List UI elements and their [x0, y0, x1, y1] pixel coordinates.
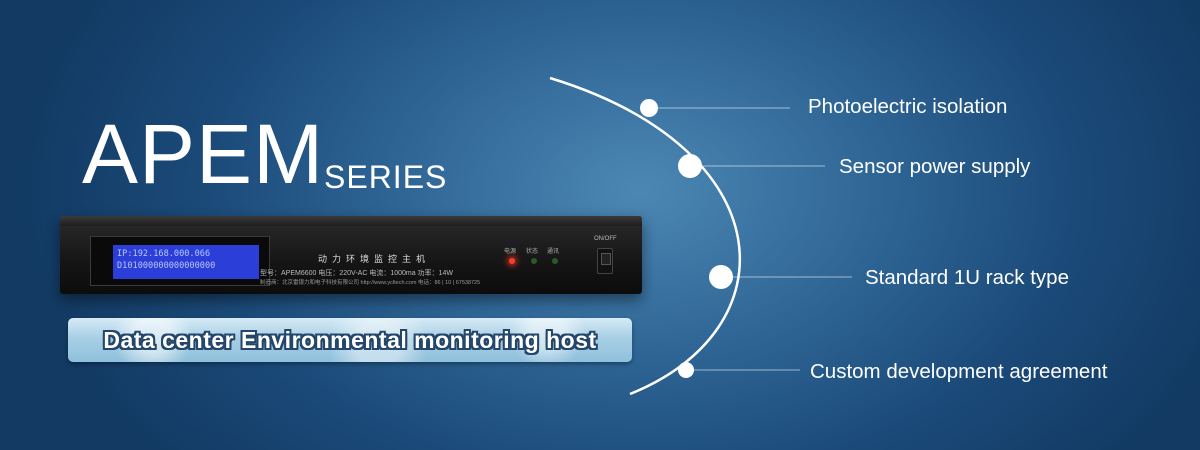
subtitle-text: Data center Environmental monitoring hos… [103, 327, 597, 353]
subtitle-bar: Data center Environmental monitoring hos… [68, 318, 632, 362]
power-led-icon [509, 258, 515, 264]
bullet-dot-3-icon [709, 265, 733, 289]
indicator-label-status: 状态 [526, 249, 539, 255]
comm-led-icon [552, 258, 558, 264]
feature-label-3: Standard 1U rack type [865, 266, 1069, 289]
device-model-line: 型号：APEM6600 电压：220V-AC 电流：1000ma 功率：14W [260, 270, 453, 277]
feature-label-1: Photoelectric isolation [808, 95, 1008, 118]
device-panel-title: 动力环境监控主机 [318, 254, 431, 264]
lcd-display: IP:192.168.000.066 D101000000000000000 [113, 245, 259, 279]
lcd-frame: IP:192.168.000.066 D101000000000000000 [90, 236, 270, 286]
arc-line [549, 76, 742, 396]
rack-device-image: IP:192.168.000.066 D101000000000000000 动… [60, 216, 642, 294]
lcd-line-2: D101000000000000000 [117, 261, 216, 271]
switch-label: ON/OFF [594, 236, 617, 242]
indicator-label-comm: 通讯 [547, 249, 560, 255]
bullet-dot-2-icon [678, 154, 702, 178]
series-title: APEM [82, 107, 325, 201]
status-led-icon [531, 258, 537, 264]
power-switch-icon [597, 248, 613, 274]
feature-label-4: Custom development agreement [810, 360, 1108, 383]
device-maker-line: 制造商：北京雷银力和电子科技有限公司 http://www.ycltech.co… [260, 280, 481, 286]
series-subtitle: SERIES [324, 159, 448, 195]
bullet-dot-4-icon [678, 362, 694, 378]
feature-label-2: Sensor power supply [839, 155, 1031, 178]
lcd-line-1: IP:192.168.000.066 [117, 249, 211, 259]
indicator-label-power: 电源 [504, 249, 517, 255]
bullet-dot-1-icon [640, 99, 658, 117]
